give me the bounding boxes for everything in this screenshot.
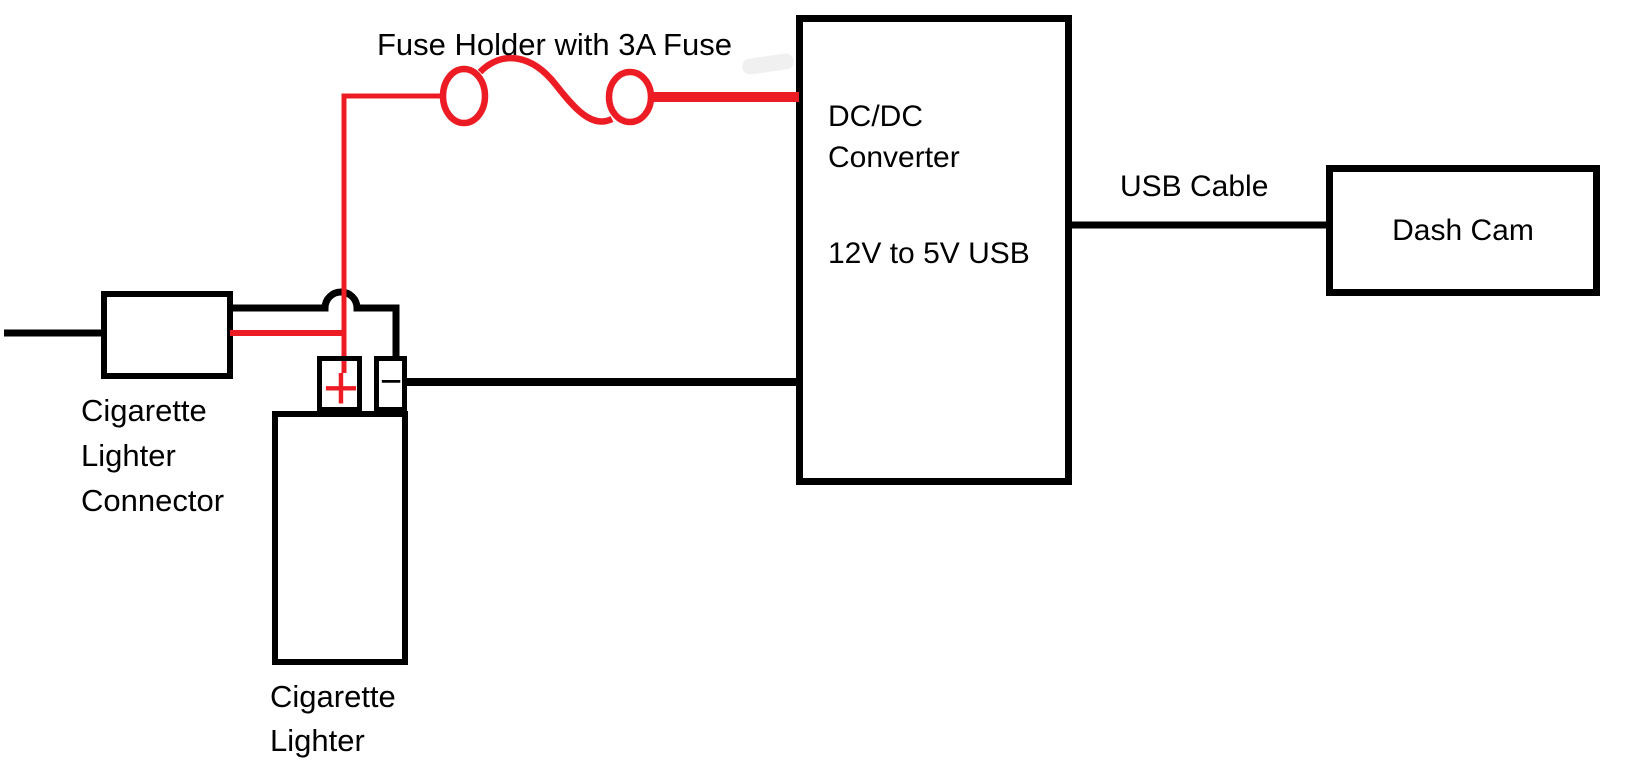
fuse-holder-left-loop-icon: [439, 65, 489, 127]
dash-cam-label: Dash Cam: [1392, 214, 1534, 247]
minus-symbol: −: [379, 360, 403, 403]
fuse-holder-right-loop-icon: [605, 68, 655, 126]
plus-terminal-box: [317, 356, 362, 412]
fuse-holder-wave-icon: [477, 54, 614, 125]
plus-symbol: +: [322, 353, 360, 423]
dcdc-converter-sublabel: 12V to 5V USB: [828, 237, 1030, 270]
dcdc-label-line2: Converter: [828, 141, 960, 174]
connector-label-line1: Cigarette: [81, 393, 207, 428]
plus-icon: +: [314, 354, 368, 423]
usb-cable-label: USB Cable: [1120, 170, 1269, 203]
minus-terminal-box: [374, 356, 407, 412]
lighter-label-line2: Lighter: [270, 723, 365, 758]
cigarette-lighter-connector-box: [101, 291, 233, 379]
lighter-label-line1: Cigarette: [270, 679, 396, 714]
connector-label-line2: Lighter: [81, 438, 176, 473]
negative-wire-hop: [230, 288, 400, 357]
cigarette-lighter-label: Cigarette Lighter: [270, 675, 396, 763]
cigarette-lighter-connector-label: Cigarette Lighter Connector: [81, 388, 224, 523]
minus-icon: −: [375, 358, 407, 406]
dcdc-converter-box: [796, 15, 1072, 485]
positive-riser-wire: [341, 93, 445, 373]
smudge-artifact: [741, 52, 795, 76]
fuse-holder-label: Fuse Holder with 3A Fuse: [377, 27, 732, 62]
connector-label-line3: Connector: [81, 483, 225, 518]
dcdc-converter-label: DC/DC Converter: [828, 96, 960, 178]
dcdc-label-line1: DC/DC: [828, 100, 923, 133]
cigarette-lighter-box: [272, 411, 408, 665]
dash-cam-box: [1326, 165, 1600, 296]
